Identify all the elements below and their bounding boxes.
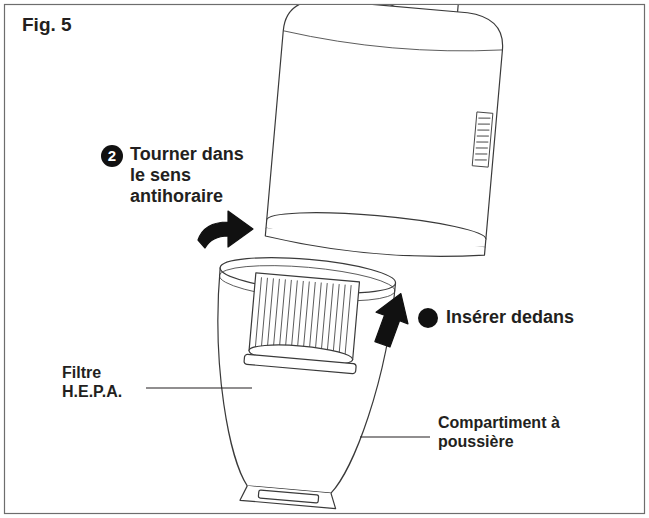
step-number-circle: 2	[101, 145, 123, 167]
dust-bin	[200, 252, 397, 512]
part-label: Filtre H.E.P.A.	[62, 364, 142, 401]
rotate-arrow	[198, 211, 253, 248]
leader-line	[360, 436, 430, 437]
step-dot	[418, 308, 438, 328]
vacuum-body	[265, 5, 518, 263]
figure-title: Fig. 5	[22, 14, 72, 36]
leader-line	[146, 387, 252, 388]
part-label: Compartiment à poussière	[438, 414, 570, 451]
insert-arrow	[366, 288, 416, 350]
step-number: 2	[101, 145, 123, 167]
instruction-text: Tourner dans le sens antihoraire	[130, 144, 252, 207]
instruction-text: Insérer dedans	[446, 307, 636, 328]
